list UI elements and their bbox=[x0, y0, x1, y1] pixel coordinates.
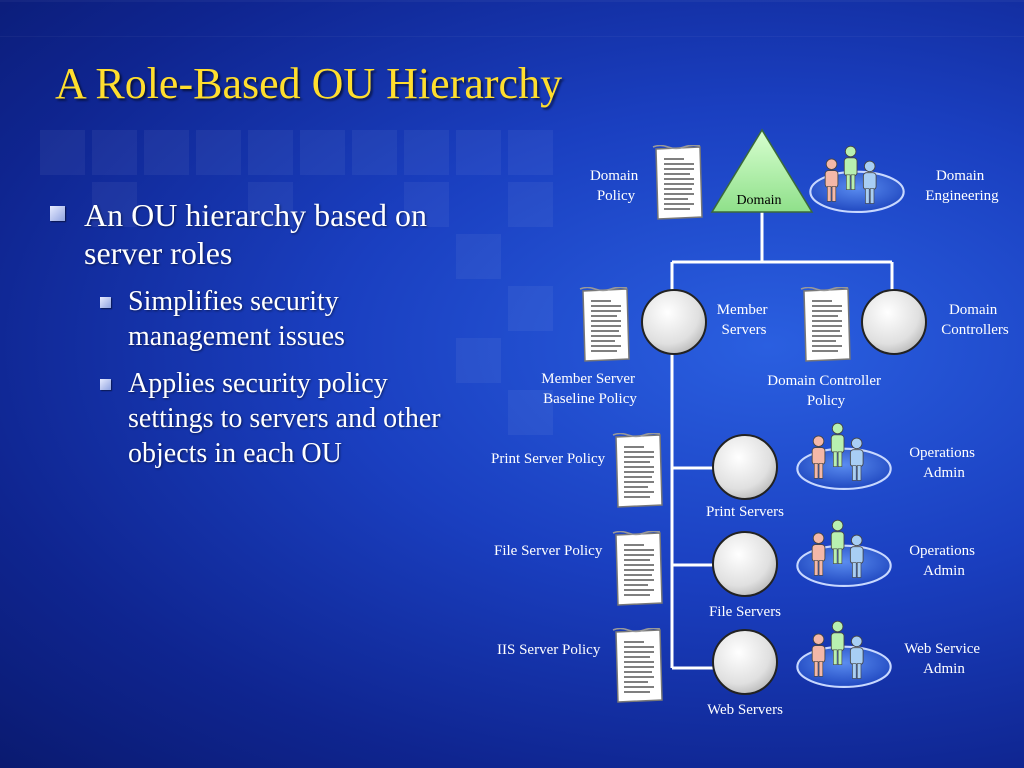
bullet-list: An OU hierarchy based on server roles Si… bbox=[48, 196, 478, 471]
member-server-policy-document-icon bbox=[579, 287, 630, 362]
member-servers-ou-circle-icon bbox=[641, 289, 707, 355]
domain-controllers-label: Domain Controllers bbox=[941, 302, 1009, 338]
member-server-baseline-policy-label: Member Server Baseline Policy bbox=[541, 371, 638, 407]
domain-node: Domain bbox=[710, 128, 814, 213]
sub-bullet-text: Applies security policy settings to serv… bbox=[128, 368, 441, 469]
print-server-policy-label: Print Server Policy bbox=[491, 451, 606, 467]
bullet-text: An OU hierarchy based on server roles bbox=[84, 197, 427, 271]
domain-controller-policy-label: Domain Controller Policy bbox=[767, 373, 884, 409]
domain-policy-document-icon bbox=[652, 145, 703, 220]
sub-bullet-item: Simplifies security management issues bbox=[48, 284, 478, 354]
print-server-policy-document-icon bbox=[612, 433, 663, 508]
web-service-admin-label: Web Service Admin bbox=[904, 641, 984, 677]
print-servers-ou-circle-icon bbox=[712, 434, 778, 500]
file-servers-ou-circle-icon bbox=[712, 531, 778, 597]
domain-triangle-icon bbox=[710, 128, 814, 213]
file-operations-admin-label: Operations Admin bbox=[909, 543, 979, 579]
file-operations-admin-user-group-icon bbox=[796, 519, 892, 587]
file-server-policy-label: File Server Policy bbox=[494, 543, 603, 559]
sub-bullet-item: Applies security policy settings to serv… bbox=[48, 366, 478, 471]
file-servers-label: File Servers bbox=[709, 604, 781, 620]
slide-title: A Role-Based OU Hierarchy bbox=[55, 59, 563, 108]
web-service-admin-user-group-icon bbox=[796, 620, 892, 688]
square-bullet-icon bbox=[100, 379, 111, 390]
web-servers-ou-circle-icon bbox=[712, 629, 778, 695]
domain-controller-policy-document-icon bbox=[800, 287, 851, 362]
domain-engineering-label: Domain Engineering bbox=[925, 168, 999, 204]
sub-bullet-list: Simplifies security management issues Ap… bbox=[48, 284, 478, 471]
web-servers-label: Web Servers bbox=[707, 702, 783, 718]
print-operations-admin-label: Operations Admin bbox=[909, 445, 979, 481]
iis-server-policy-document-icon bbox=[612, 628, 663, 703]
domain-label: Domain bbox=[736, 193, 781, 208]
print-servers-label: Print Servers bbox=[706, 504, 784, 520]
domain-controllers-ou-circle-icon bbox=[861, 289, 927, 355]
square-bullet-icon bbox=[100, 297, 111, 308]
bullet-item: An OU hierarchy based on server roles bbox=[48, 196, 478, 272]
file-server-policy-document-icon bbox=[612, 531, 663, 606]
square-bullet-icon bbox=[50, 206, 65, 221]
sub-bullet-text: Simplifies security management issues bbox=[128, 286, 345, 352]
domain-policy-label: Domain Policy bbox=[590, 168, 642, 204]
member-servers-label: Member Servers bbox=[717, 302, 772, 338]
iis-server-policy-label: IIS Server Policy bbox=[497, 642, 601, 658]
domain-engineering-user-group-icon bbox=[809, 145, 905, 213]
connector-lines bbox=[670, 212, 894, 670]
print-operations-admin-user-group-icon bbox=[796, 422, 892, 490]
